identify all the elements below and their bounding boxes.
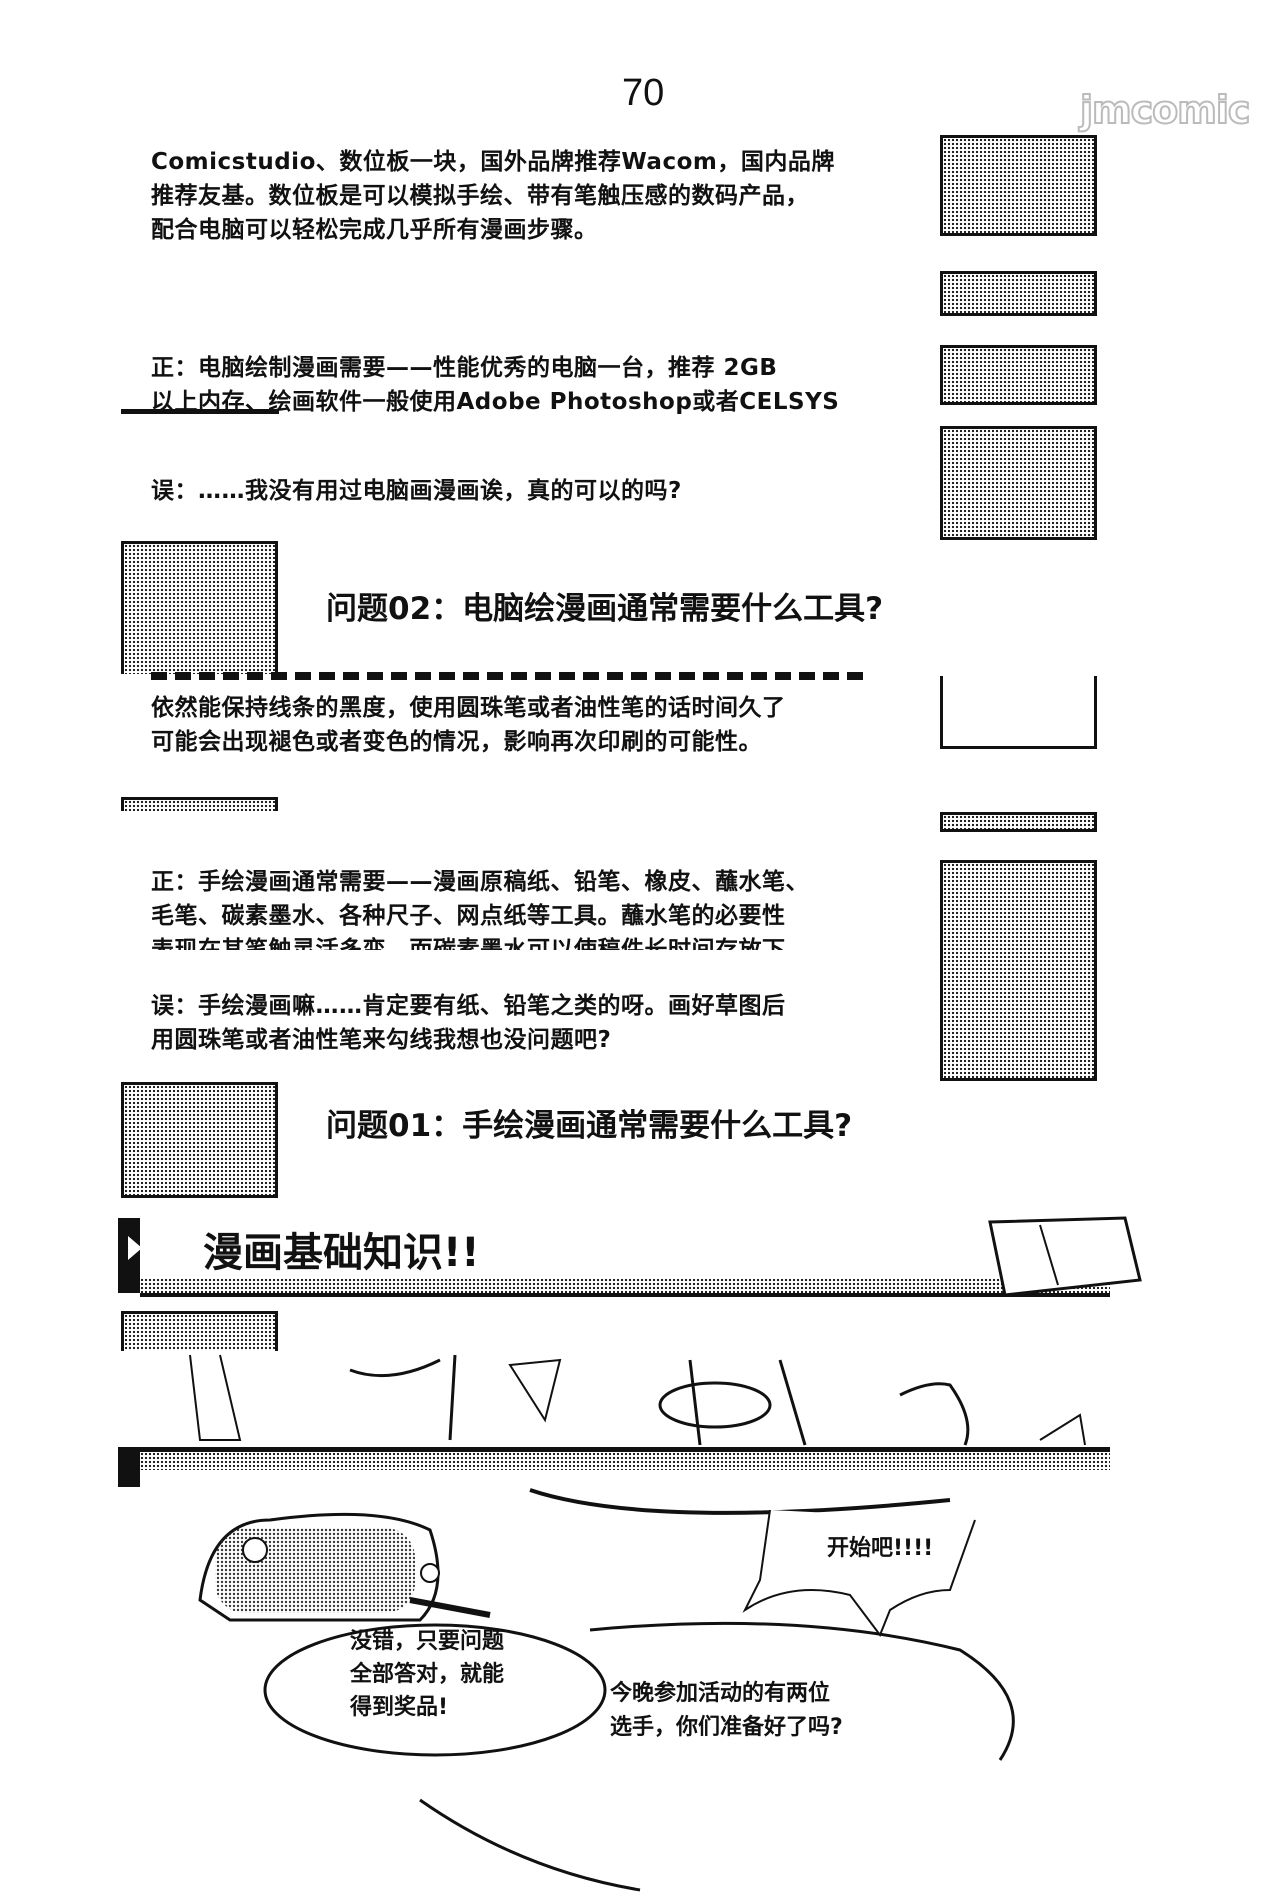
speech-host-line-2: 选手，你们准备好了吗? bbox=[610, 1715, 843, 1740]
comic-panel-strip-2 bbox=[940, 812, 1097, 832]
pc-answer-line-3: 配合电脑可以轻松完成几乎所有漫画步骤。 bbox=[151, 217, 598, 243]
speech-host-line-1: 今晚参加活动的有两位 bbox=[610, 1681, 831, 1706]
comic-panel-cat-1 bbox=[940, 345, 1097, 405]
hand-correct-line-3-clip: 表现在其笔触灵活多变，而碳素墨水可以使稿件长时间存放下 bbox=[151, 930, 891, 950]
hand-correct-line-3: 表现在其笔触灵活多变，而碳素墨水可以使稿件长时间存放下 bbox=[151, 937, 786, 950]
ink-stroke bbox=[121, 409, 279, 414]
comic-panel-cow-2 bbox=[940, 676, 1097, 749]
comic-panel-frog-1 bbox=[121, 541, 278, 674]
pc-wrong-line: 误：……我没有用过电脑画漫画诶，真的可以的吗? bbox=[151, 478, 682, 504]
cropped-text-line bbox=[151, 672, 871, 682]
pc-correct-line-1: 正：电脑绘制漫画需要——性能优秀的电脑一台，推荐 2GB bbox=[151, 355, 778, 381]
watermark-logo: jmcomic bbox=[1079, 87, 1251, 133]
comic-panel-duck-1 bbox=[940, 426, 1097, 540]
hand-answer-line-2: 可能会出现褪色或者变色的情况，影响再次印刷的可能性。 bbox=[151, 729, 762, 755]
pc-answer-line-1: Comicstudio、数位板一块，国外品牌推荐Wacom，国内品牌 bbox=[151, 149, 835, 175]
speech-frog-line-1: 没错，只要问题 bbox=[350, 1629, 505, 1654]
hand-wrong-line-1: 误：手绘漫画嘛……肯定要有纸、铅笔之类的呀。画好草图后 bbox=[151, 993, 786, 1019]
question-01-heading: 问题01：手绘漫画通常需要什么工具? bbox=[326, 1108, 853, 1144]
comic-panel-cat-duck bbox=[940, 860, 1097, 1081]
comic-panel-cow-1 bbox=[940, 135, 1097, 236]
question-02-heading: 问题02：电脑绘漫画通常需要什么工具? bbox=[326, 591, 884, 627]
second-banner bbox=[118, 1447, 1110, 1487]
banner-title: 漫画基础知识!! bbox=[203, 1230, 480, 1276]
hand-wrong-line-2: 用圆珠笔或者油性笔来勾线我想也没问题吧? bbox=[151, 1027, 612, 1053]
comic-panel-frog-2 bbox=[121, 1082, 278, 1198]
hand-correct-line-2: 毛笔、碳素墨水、各种尺子、网点纸等工具。蘸水笔的必要性 bbox=[151, 903, 786, 929]
comic-panel-small bbox=[121, 1311, 278, 1351]
hand-correct-line-1: 正：手绘漫画通常需要——漫画原稿纸、铅笔、橡皮、蘸水笔、 bbox=[151, 869, 809, 895]
speech-frog-line-3: 得到奖品! bbox=[350, 1695, 449, 1720]
speech-start: 开始吧!!!! bbox=[827, 1536, 934, 1561]
comic-panel-strip-1 bbox=[940, 271, 1097, 316]
pc-answer-line-2: 推荐友基。数位板是可以模拟手绘、带有笔触压感的数码产品， bbox=[151, 183, 809, 209]
speech-frog-line-2: 全部答对，就能 bbox=[350, 1662, 505, 1687]
comic-panel-strip-left bbox=[121, 797, 278, 811]
section-banner bbox=[118, 1218, 1110, 1297]
hand-answer-line-1: 依然能保持线条的黑度，使用圆珠笔或者油性笔的话时间久了 bbox=[151, 695, 786, 721]
page-number: 70 bbox=[622, 72, 665, 114]
